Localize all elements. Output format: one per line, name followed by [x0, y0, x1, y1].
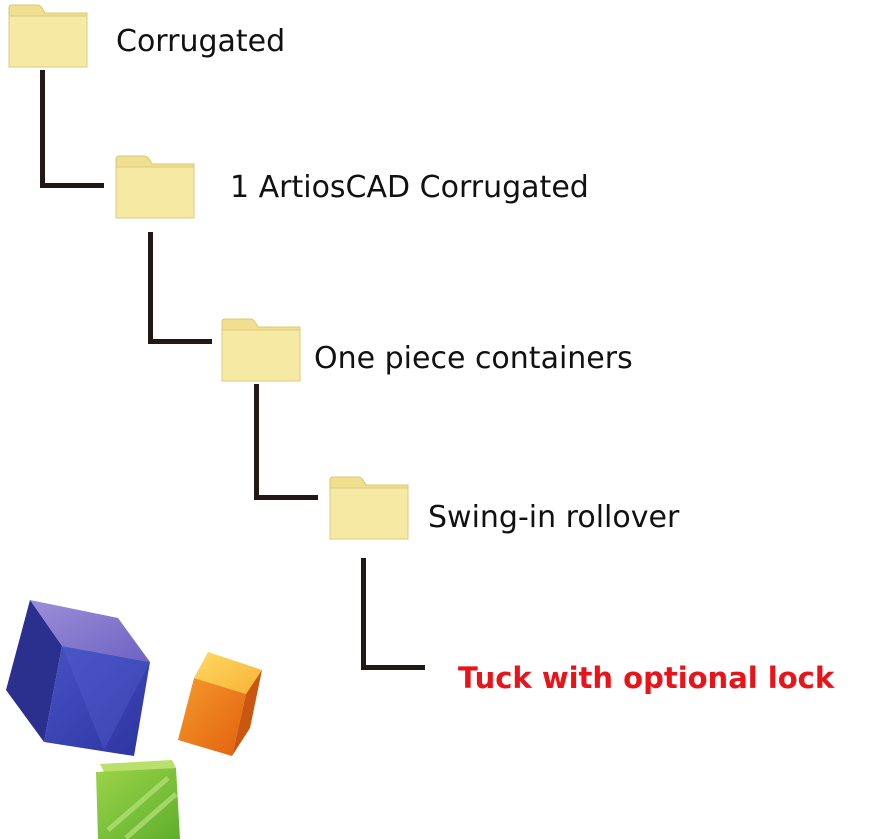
- folder-icon: [8, 4, 88, 68]
- tree-node-label: Swing-in rollover: [428, 500, 680, 535]
- folder-icon: [115, 155, 195, 219]
- tree-connector: [148, 232, 212, 344]
- folder-icon: [221, 318, 301, 382]
- blue-cube-icon: [6, 600, 150, 756]
- green-cube-icon: [96, 760, 180, 839]
- tree-connector: [361, 558, 425, 670]
- tree-connector: [40, 70, 104, 188]
- decorative-cubes: [6, 600, 262, 839]
- tree-connector: [254, 384, 318, 500]
- tree-node-label: Corrugated: [116, 24, 286, 59]
- folder-icon: [329, 476, 409, 540]
- tree-node-label-highlighted: Tuck with optional lock: [458, 661, 835, 695]
- tree-node-label: One piece containers: [314, 341, 633, 376]
- orange-cube-icon: [178, 652, 262, 756]
- tree-node-label: 1 ArtiosCAD Corrugated: [230, 170, 589, 205]
